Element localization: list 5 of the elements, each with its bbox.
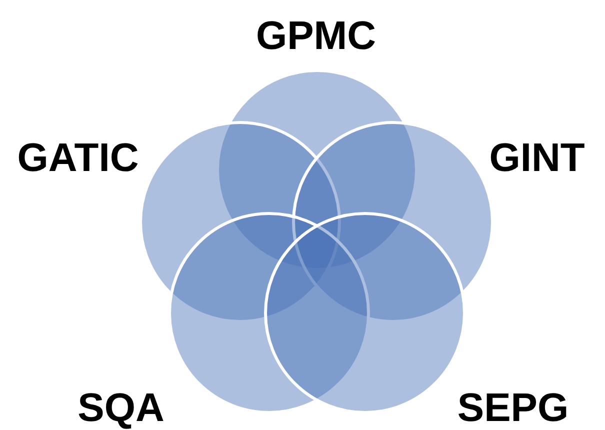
set-label: SQA (78, 386, 164, 430)
set-label: GINT (489, 136, 585, 180)
set-label: GATIC (17, 136, 139, 180)
set-label: SEPG (457, 386, 569, 430)
set-label: GPMC (256, 14, 376, 58)
